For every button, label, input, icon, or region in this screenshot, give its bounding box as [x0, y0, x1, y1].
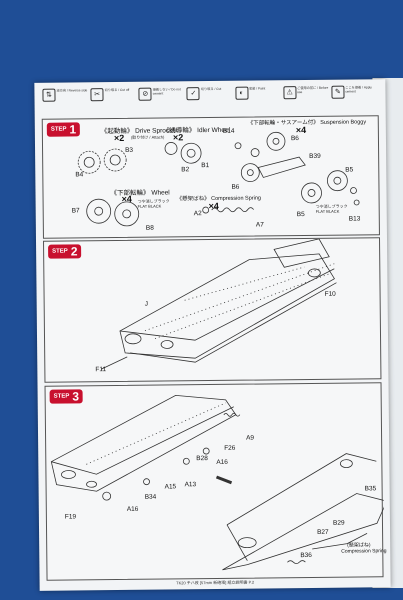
part-label: B36: [300, 551, 312, 560]
part-label: F10: [324, 290, 336, 298]
part-label: B4: [75, 171, 84, 179]
part-label: B35: [364, 485, 377, 493]
part-label: A15: [164, 483, 177, 491]
part-label: B34: [144, 493, 157, 501]
symbol-legend: ⇅逆方向 / Reverse side ✂切り取る / Cut off ⊘接着し…: [42, 85, 377, 119]
flat-black-note-en: FLAT BLACK: [137, 203, 162, 209]
part-label: B27: [317, 528, 329, 536]
part-label: B28: [196, 455, 208, 463]
flat-black-note-2-en: FLAT BLACK: [315, 208, 340, 214]
spring-caption-en: Compression Spring: [341, 548, 387, 555]
part-label: B6: [231, 183, 240, 191]
wheel-label: 《下部転輪》 Wheel: [110, 189, 170, 198]
legend-item: ⚠ご使用の前に / Before use: [283, 86, 329, 116]
part-label: B5: [296, 211, 305, 219]
step-2-hull-illustration: [101, 238, 337, 370]
part-label: F26: [224, 444, 236, 452]
check-icon: ✓: [186, 87, 200, 101]
part-label: A2: [193, 210, 202, 218]
instruction-sheet: ⇅逆方向 / Reverse side ✂切り取る / Cut off ⊘接着し…: [34, 79, 391, 591]
no-cement-icon: ⊘: [138, 87, 152, 101]
part-label: B13: [348, 215, 361, 223]
drive-sprocket-qty: ×2: [113, 132, 125, 144]
part-label: F19: [64, 513, 77, 521]
legend-item: ◐塗装 / Paint: [234, 86, 281, 116]
part-label: B14: [222, 127, 235, 135]
part-label: A9: [246, 434, 255, 442]
part-label: B39: [309, 152, 321, 160]
part-label: J: [144, 300, 148, 308]
step-3-suspension-illustration: [50, 394, 385, 571]
idler-qty: ×2: [172, 132, 184, 143]
part-label: B8: [145, 224, 154, 232]
part-label: B1: [201, 162, 210, 170]
spring-qty: ×4: [208, 200, 219, 212]
legend-item: ✓切り取る / Cut: [186, 87, 233, 117]
warning-icon: ⚠: [283, 86, 297, 100]
reverse-icon: ⇅: [42, 88, 56, 102]
part-label: B3: [125, 146, 134, 154]
suspension-qty: ×4: [295, 125, 307, 136]
part-label: B7: [71, 207, 80, 215]
cement-icon: ✎: [331, 85, 345, 99]
part-label: A16: [126, 505, 139, 513]
legend-item: ✎ここを接着 / Apply cement: [331, 85, 377, 115]
paint-icon: ◐: [234, 86, 249, 100]
part-label: A16: [216, 458, 228, 466]
part-label: B6: [290, 135, 299, 143]
legend-item: ✂切り取る / Cut off: [90, 88, 137, 118]
legend-item: ⊘接着しない / Do not cement: [138, 87, 185, 117]
legend-item: ⇅逆方向 / Reverse side: [42, 88, 88, 118]
cut-icon: ✂: [90, 88, 104, 102]
part-label: A7: [255, 221, 264, 229]
part-label: A13: [184, 481, 197, 489]
part-label: B29: [332, 519, 345, 527]
step-1-wheels-illustration: [77, 131, 360, 227]
part-label: B5: [345, 166, 354, 174]
part-label: B2: [181, 166, 190, 174]
wheel-qty: ×4: [121, 193, 132, 204]
part-label: F11: [95, 366, 107, 374]
drive-note: (取り付け / Attach): [130, 134, 165, 140]
suspension-label: 《下部転輪・サスアーム付》 Suspension Boggy: [247, 119, 367, 127]
